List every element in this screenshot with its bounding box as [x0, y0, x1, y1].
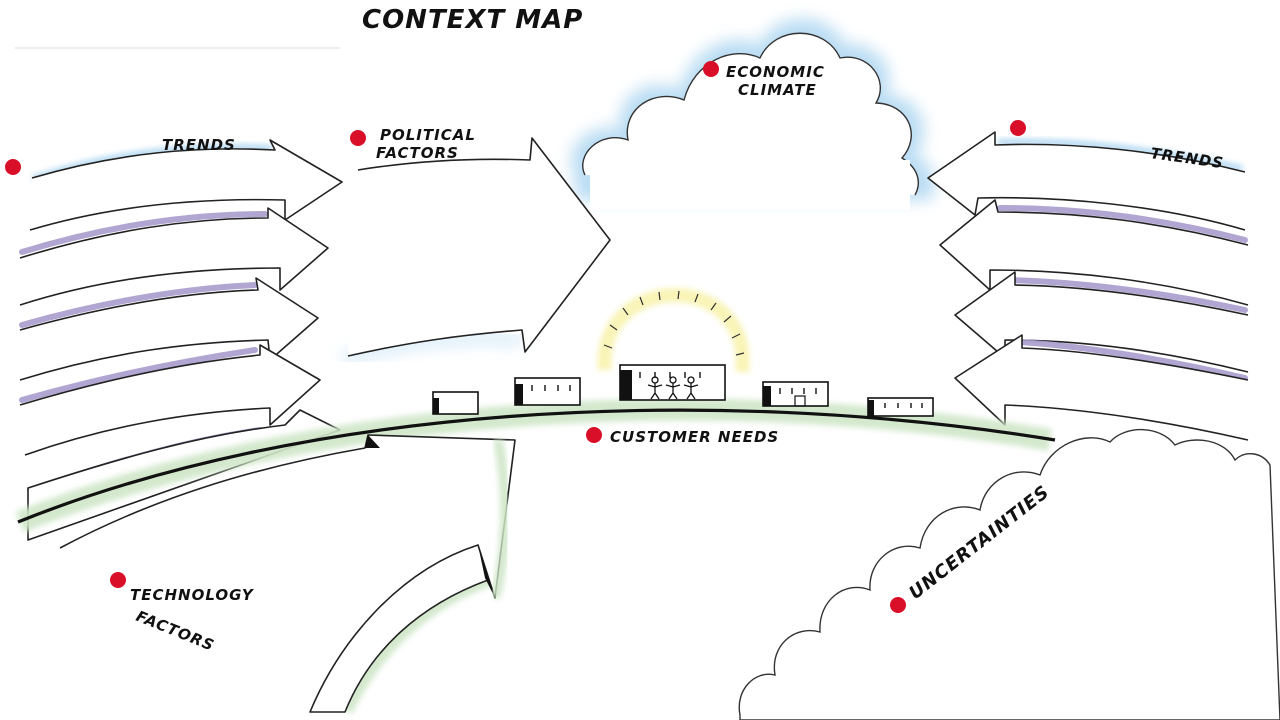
right-trend-arrows	[927, 131, 1249, 441]
technology-factors-label-line-2: FACTORS	[134, 607, 218, 655]
page-title: CONTEXT MAP	[362, 5, 583, 35]
political-factors-red-dot-icon	[350, 130, 366, 146]
political-factors-arrow-icon	[347, 137, 611, 357]
economic-climate-red-dot-icon	[703, 61, 719, 77]
economic-climate-label-line-1: ECONOMIC	[726, 63, 825, 81]
building-icon-4	[762, 381, 829, 407]
building-icon-3	[619, 364, 726, 401]
uncertainties-red-dot-icon	[890, 597, 906, 613]
political-factors-label-line-1: POLITICAL	[380, 126, 476, 144]
uncertainties-cloud-icon	[738, 428, 1280, 720]
trend-arrow-right-3	[954, 271, 1249, 373]
technology-factors-label-line-1: TECHNOLOGY	[130, 586, 255, 604]
sun-icon	[597, 287, 750, 373]
trend-arrow-right-1	[927, 131, 1246, 231]
trend-arrow-right-2	[939, 199, 1249, 306]
political-factors-label-line-2: FACTORS	[376, 144, 459, 162]
trend-arrow-right-4	[954, 334, 1249, 441]
trend-arrow-left-4	[19, 344, 321, 456]
economic-climate-cloud-icon	[571, 18, 935, 210]
earth-horizon	[15, 398, 1056, 533]
trends-left-red-dot-icon	[5, 159, 21, 175]
political-factors-arrow	[342, 137, 611, 361]
technology-factors-arrow-icon	[59, 434, 516, 713]
technology-factors-arrow	[59, 434, 516, 714]
building-icon-5	[867, 397, 934, 417]
trend-arrow-left-1	[29, 139, 343, 231]
economic-climate-label-line-2: CLIMATE	[738, 81, 817, 99]
buildings	[432, 364, 934, 417]
technology-factors-label-line-2-wrap: FACTORS	[134, 607, 218, 655]
customer-needs-red-dot-icon	[586, 427, 602, 443]
trend-arrow-left-3	[19, 277, 319, 381]
technology-factors-label: TECHNOLOGY	[130, 586, 255, 604]
trend-arrow-left-2	[19, 207, 329, 306]
political-factors-label: POLITICAL FACTORS	[376, 126, 482, 162]
building-icon-1	[432, 391, 479, 415]
customer-needs-label: CUSTOMER NEEDS	[610, 428, 779, 446]
technology-factors-red-dot-icon	[110, 572, 126, 588]
building-icon-2	[514, 377, 581, 406]
economic-climate-label: ECONOMIC CLIMATE	[726, 63, 831, 99]
trends-left-label: TRENDS	[162, 136, 236, 154]
people-icon	[647, 376, 699, 400]
trends-right-red-dot-icon	[1010, 120, 1026, 136]
